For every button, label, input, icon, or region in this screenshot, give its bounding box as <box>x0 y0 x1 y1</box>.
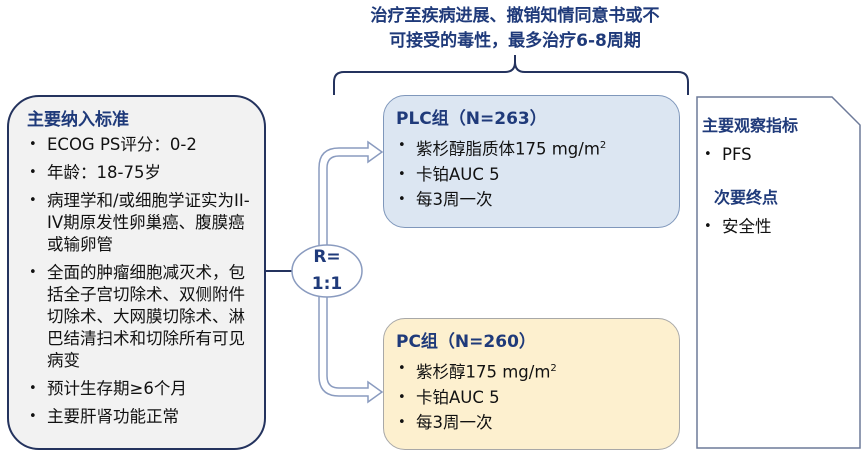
list-item: PFS <box>702 144 852 166</box>
randomization-label: R= 1:1 <box>297 244 357 298</box>
list-item: 紫杉醇175 mg/m2 <box>396 358 667 384</box>
primary-endpoint-title: 主要观察指标 <box>702 116 799 135</box>
superscript: 2 <box>599 140 607 151</box>
randomization-oval <box>291 244 363 298</box>
endpoints-content: 主要观察指标 PFS 次要终点 安全性 <box>702 112 852 244</box>
list-item: 卡铂AUC 5 <box>396 164 667 186</box>
list-item: 安全性 <box>702 216 852 238</box>
list-item: 每3周一次 <box>396 189 667 211</box>
list-item: 卡铂AUC 5 <box>396 387 667 409</box>
list-item: 预计生存期≥6个月 <box>27 378 254 400</box>
list-item: 紫杉醇脂质体175 mg/m2 <box>396 135 667 161</box>
plc-arm-box: PLC组（N=263） 紫杉醇脂质体175 mg/m2 卡铂AUC 5 每3周一… <box>383 95 680 228</box>
pc-arm-box: PC组（N=260） 紫杉醇175 mg/m2 卡铂AUC 5 每3周一次 <box>383 318 680 450</box>
list-item: ECOG PS评分：0-2 <box>27 134 254 156</box>
list-item: 每3周一次 <box>396 412 667 434</box>
split-arrows <box>318 140 384 404</box>
brace <box>333 55 689 95</box>
inclusion-criteria-box: 主要纳入标准 ECOG PS评分：0-2 年龄：18-75岁 病理学和/或细胞学… <box>7 95 266 450</box>
plc-title: PLC组（N=263） <box>396 109 547 129</box>
note-line-1: 治疗至疾病进展、撤销知情同意书或不 <box>370 6 660 26</box>
secondary-endpoint-title: 次要终点 <box>714 188 779 207</box>
note-line-2: 可接受的毒性，最多治疗6-8周期 <box>389 31 641 51</box>
ratio-line-2: 1:1 <box>311 274 343 294</box>
drug-1: 紫杉醇175 mg/m <box>416 362 551 382</box>
superscript: 2 <box>550 363 557 374</box>
list-item: 年龄：18-75岁 <box>27 162 254 184</box>
endpoints-box <box>696 96 861 449</box>
treatment-duration-note: 治疗至疾病进展、撤销知情同意书或不 可接受的毒性，最多治疗6-8周期 <box>340 4 690 54</box>
list-item: 全面的肿瘤细胞减灭术，包括全子宫切除术、双侧附件切除术、大网膜切除术、淋巴结清扫… <box>27 262 254 372</box>
inclusion-title: 主要纳入标准 <box>27 110 129 130</box>
ratio-line-1: R= <box>313 247 341 267</box>
drug-1: 紫杉醇脂质体175 mg/m <box>416 139 600 159</box>
list-item: 病理学和/或细胞学证实为II-IV期原发性卵巢癌、腹膜癌或输卵管 <box>27 190 254 256</box>
pc-title: PC组（N=260） <box>396 332 536 352</box>
list-item: 主要肝肾功能正常 <box>27 406 254 428</box>
